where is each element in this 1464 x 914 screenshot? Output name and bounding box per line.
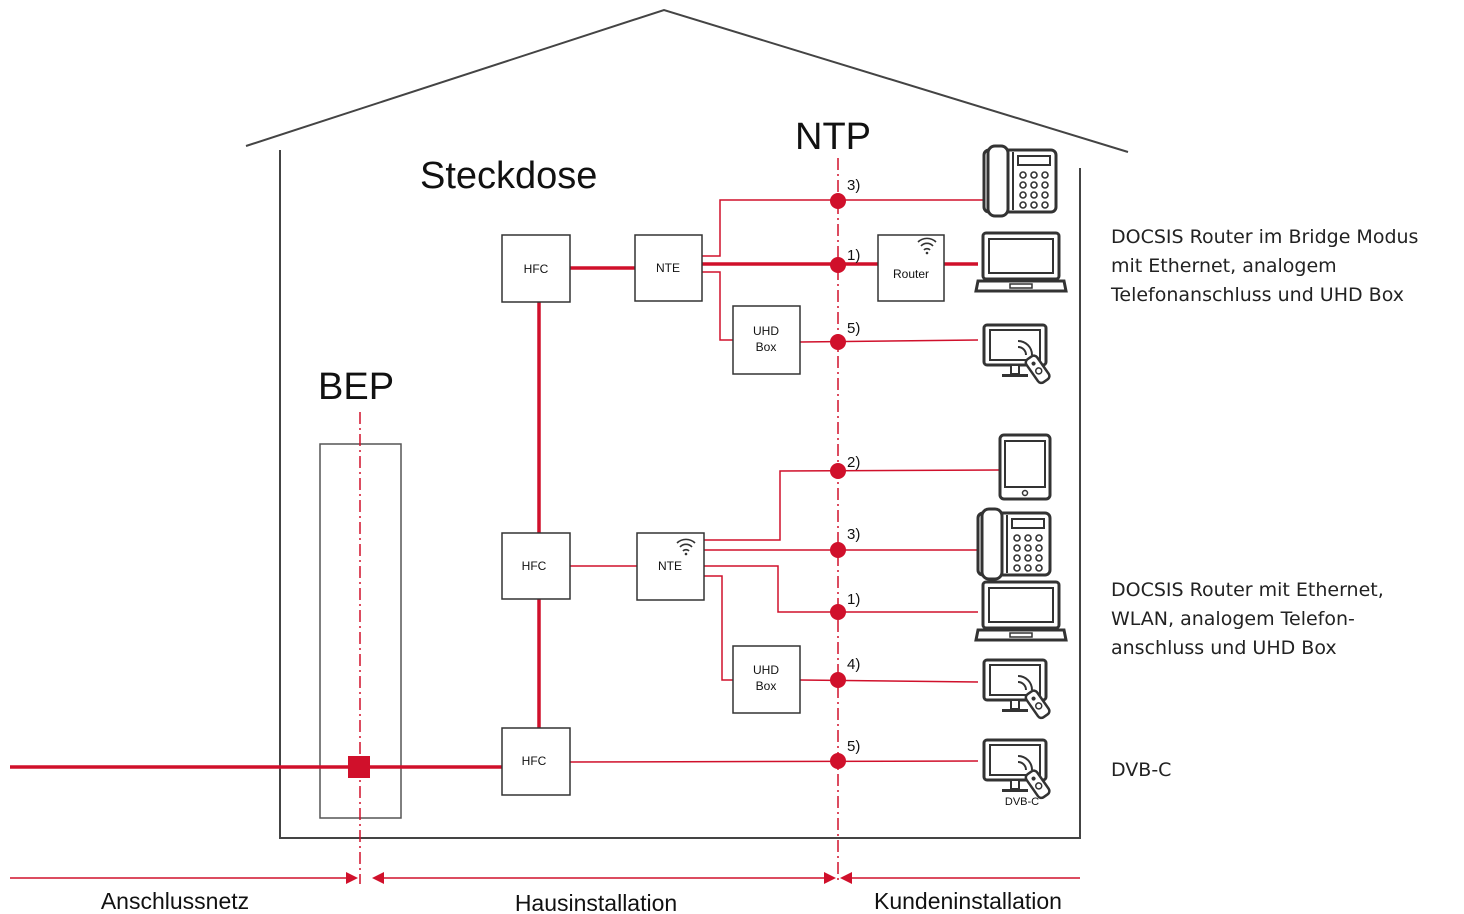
nte-box-middle: NTE (636, 532, 705, 601)
port-number-label: 1) (847, 591, 860, 608)
port-number-label: 1) (847, 247, 860, 264)
tv-remote-icon (982, 738, 1053, 801)
hfc-box-bottom: HFC (501, 727, 571, 796)
ntp-points (830, 193, 846, 769)
description-line: anschluss und UHD Box (1111, 637, 1337, 659)
description-line: Telefonanschluss und UHD Box (1111, 284, 1404, 306)
coax-trunk (10, 262, 978, 769)
port-number-label: 4) (847, 656, 860, 673)
uhd-label: UHD (753, 663, 779, 677)
steckdose-heading: Steckdose (420, 155, 597, 197)
hfc-label: HFC (524, 262, 549, 276)
port-number-label: 5) (847, 738, 860, 755)
hfc-box-top: HFC (501, 234, 571, 303)
bep-point (348, 756, 370, 778)
description-dvbc: DVB-C (1111, 756, 1461, 785)
segment-label-kundeninstallation: Kundeninstallation (874, 888, 1062, 914)
tablet-icon (998, 433, 1052, 501)
house-outline (245, 8, 1129, 839)
segment-label-hausinstallation: Hausinstallation (515, 890, 677, 914)
desk-phone-icon (976, 507, 1052, 581)
hfc-label: HFC (522, 754, 547, 768)
uhd-box-middle: UHD Box (732, 645, 801, 714)
uhd-box-top: UHD Box (732, 305, 801, 375)
connection-lines (569, 199, 1001, 763)
nte-label: NTE (656, 261, 680, 275)
tv-remote-icon (982, 323, 1053, 386)
hfc-label: HFC (522, 559, 547, 573)
dvbc-device-label: DVB-C (1005, 796, 1039, 808)
bep-heading: BEP (318, 366, 394, 408)
port-number-label: 3) (847, 177, 860, 194)
description-line: DVB-C (1111, 759, 1172, 781)
port-number-label: 5) (847, 320, 860, 337)
tv-remote-icon (982, 658, 1053, 721)
description-line: mit Ethernet, analogem (1111, 255, 1337, 277)
desk-phone-icon (982, 144, 1058, 218)
description-router-wlan: DOCSIS Router mit Ethernet, WLAN, analog… (1111, 576, 1461, 663)
box-label: Box (756, 340, 777, 354)
uhd-label: UHD (753, 324, 779, 338)
laptop-icon (974, 231, 1068, 293)
hfc-box-middle: HFC (501, 532, 571, 600)
segment-arrows (10, 872, 1080, 884)
description-line: DOCSIS Router mit Ethernet, (1111, 579, 1384, 601)
ntp-heading: NTP (795, 116, 871, 158)
router-label: Router (893, 267, 929, 281)
description-bridge-mode: DOCSIS Router im Bridge Modus mit Ethern… (1111, 223, 1461, 310)
nte-label: NTE (658, 559, 682, 573)
segment-label-anschlussnetz: Anschlussnetz (101, 888, 249, 914)
port-number-label: 3) (847, 526, 860, 543)
port-number-label: 2) (847, 454, 860, 471)
nte-box-top: NTE (634, 234, 703, 302)
router-box: Router (877, 234, 945, 302)
laptop-icon (974, 580, 1068, 642)
description-line: DOCSIS Router im Bridge Modus (1111, 226, 1419, 248)
description-line: WLAN, analogem Telefon- (1111, 608, 1355, 630)
box-label: Box (756, 679, 777, 693)
